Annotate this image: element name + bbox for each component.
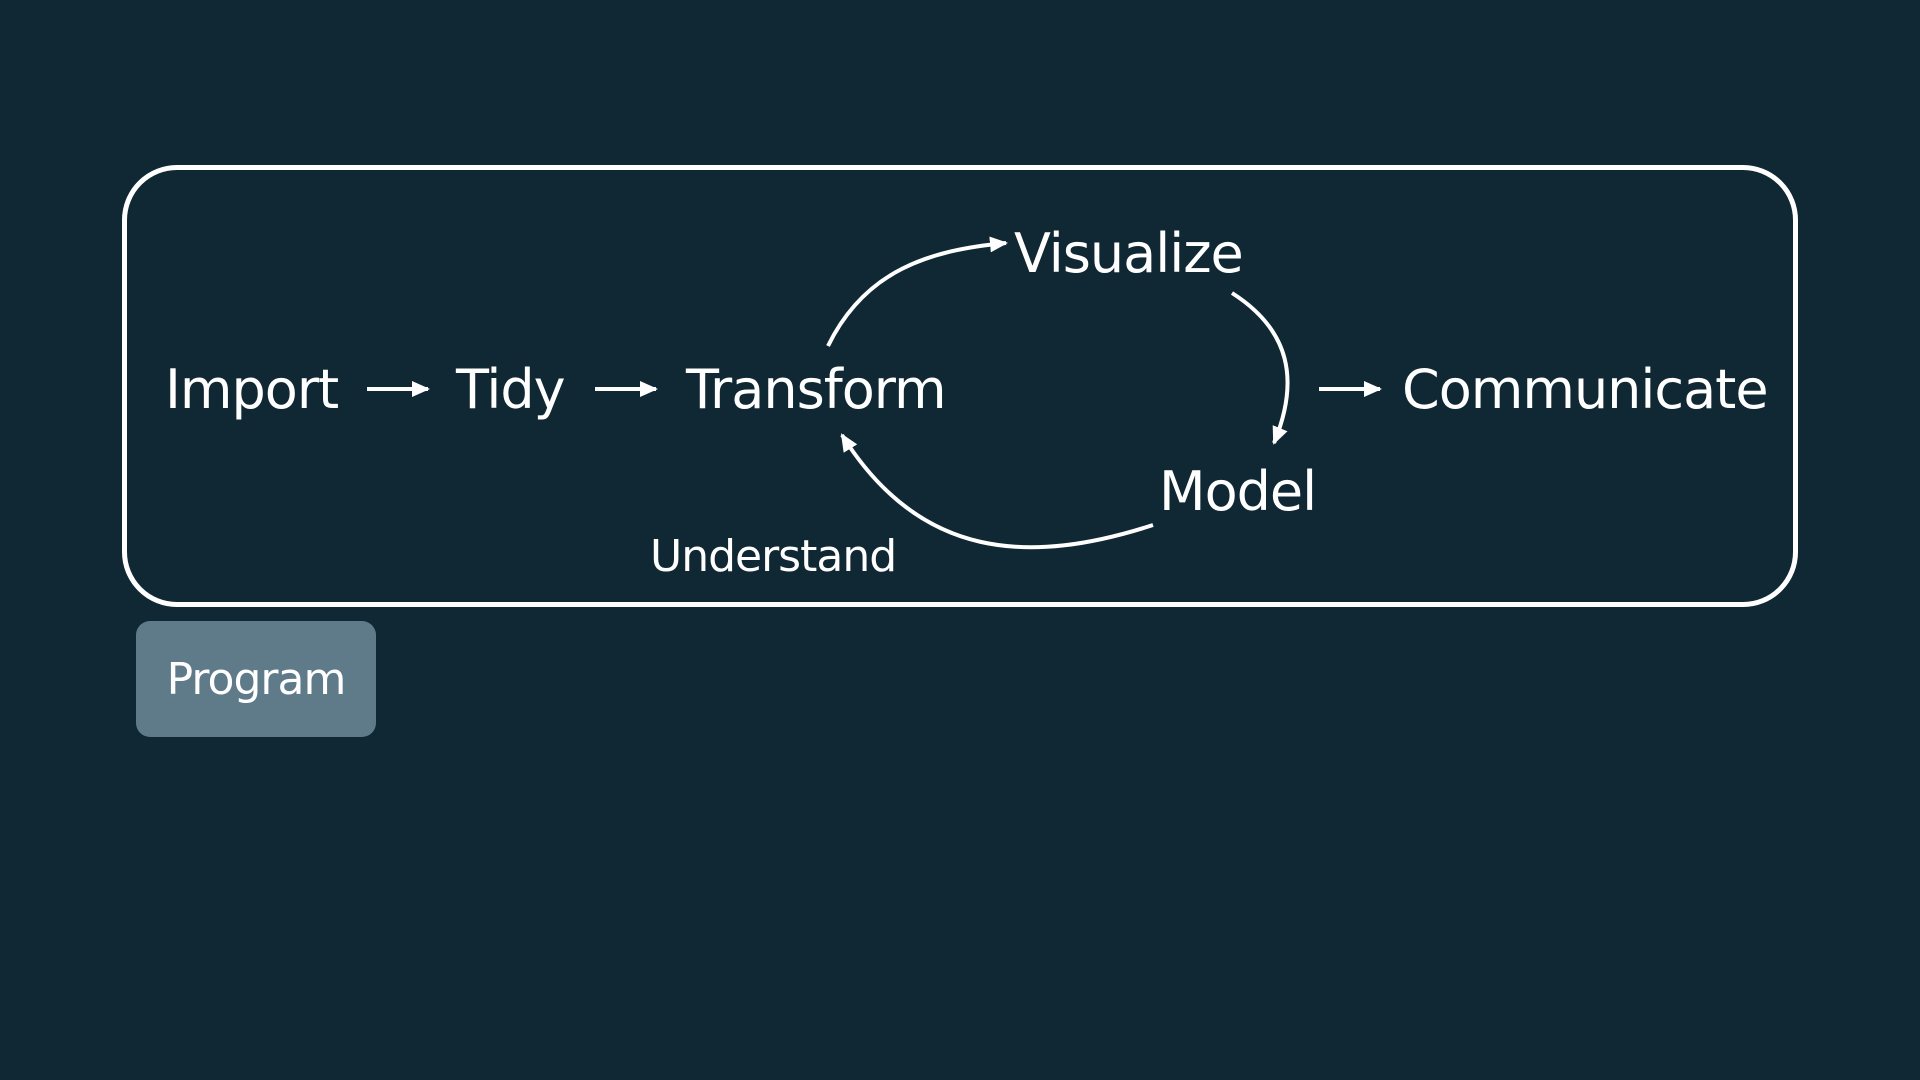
program-label: Program — [166, 653, 347, 705]
understand-label: Understand — [650, 531, 897, 582]
node-tidy: Tidy — [456, 358, 566, 421]
program-box: Program — [136, 621, 376, 737]
node-transform: Transform — [686, 358, 947, 421]
node-import: Import — [165, 358, 339, 421]
node-model: Model — [1159, 460, 1317, 523]
node-communicate: Communicate — [1402, 358, 1769, 421]
node-visualize: Visualize — [1014, 222, 1244, 285]
arrow-model-transform — [840, 433, 1154, 550]
arrow-visualize-model — [1230, 291, 1290, 445]
arrow-transform-visualize — [826, 236, 1008, 347]
understand-frame — [122, 165, 1798, 607]
